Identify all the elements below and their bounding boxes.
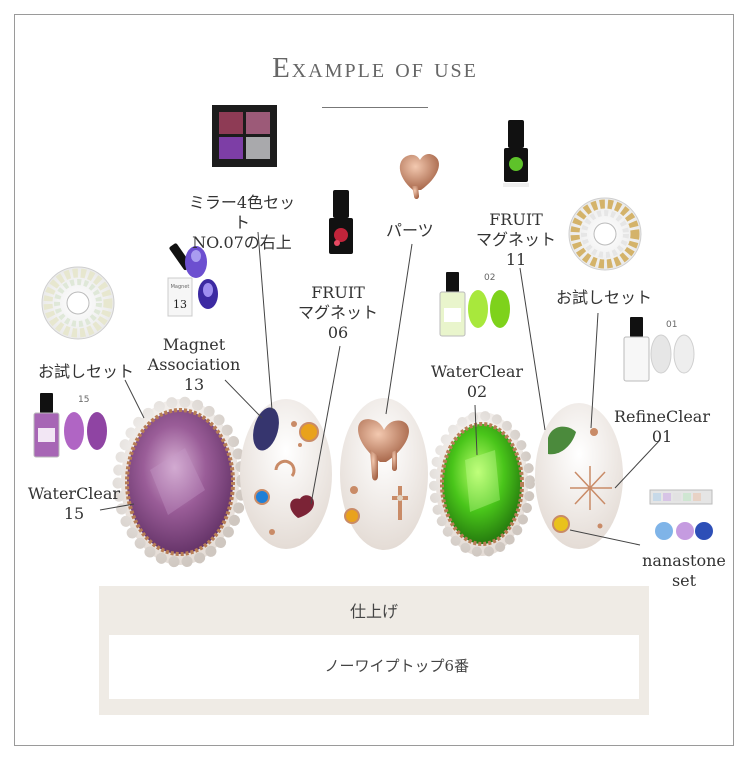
label-nanastone-set: nanastone set [642,551,726,590]
finish-title: 仕上げ [349,602,398,621]
nail-3-white [340,398,428,550]
label-waterclear-02: WaterClear 02 [430,362,524,401]
label-parts: パーツ [386,221,434,240]
heart-part-image [399,153,440,199]
swatch02-mark: 02 [484,273,495,283]
swatch15-mark: 15 [78,395,89,405]
page-title: Example of use [272,52,478,84]
fruit06-bottle-image [329,190,353,254]
nail-2-white [240,399,332,549]
finish-product-box: ノーワイプトップ6番 [109,635,639,699]
page-frame [14,14,734,746]
finish-product-name: ノーワイプトップ6番 [324,657,469,675]
label-magnet-association-13: Magnet Association 13 [147,335,241,394]
nail-1-purple [112,396,248,568]
waterclear02-swatch-image: 02 [439,272,510,337]
refineclear01-swatch-image: 01 [623,317,695,382]
label-refineclear-01: RefineClear 01 [614,407,710,446]
waterclear15-swatch-image: 15 [33,393,107,458]
swatch01-mark: 01 [666,320,677,330]
title-divider [322,107,428,108]
nanastone-set-image [649,489,713,540]
nail-4-green [429,411,535,557]
label-trial-set-right: お試しセット [556,288,653,307]
finish-section: 仕上げ ノーワイプトップ6番 [99,586,649,715]
mirror-palette-image [212,105,277,167]
label-fruit-11: FRUIT マグネット 11 [475,210,556,269]
label-trial-set-left: お試しセット [38,362,135,381]
magnet13-product-image: Magnet 13 [167,243,218,317]
magnet13-number: 13 [173,298,187,311]
fruit11-bottle-image [503,120,529,187]
label-fruit-06: FRUIT マグネット 06 [297,283,378,342]
nail-5-white [535,403,623,549]
stone-wheel-left-image [41,266,115,340]
svg-text:Magnet: Magnet [171,284,190,290]
label-mirror-set: ミラー4色セット NO.07の右上 [188,193,296,252]
leader-lines [99,231,661,546]
label-waterclear-15: WaterClear 15 [27,484,121,523]
stone-wheel-right-image [568,197,642,271]
